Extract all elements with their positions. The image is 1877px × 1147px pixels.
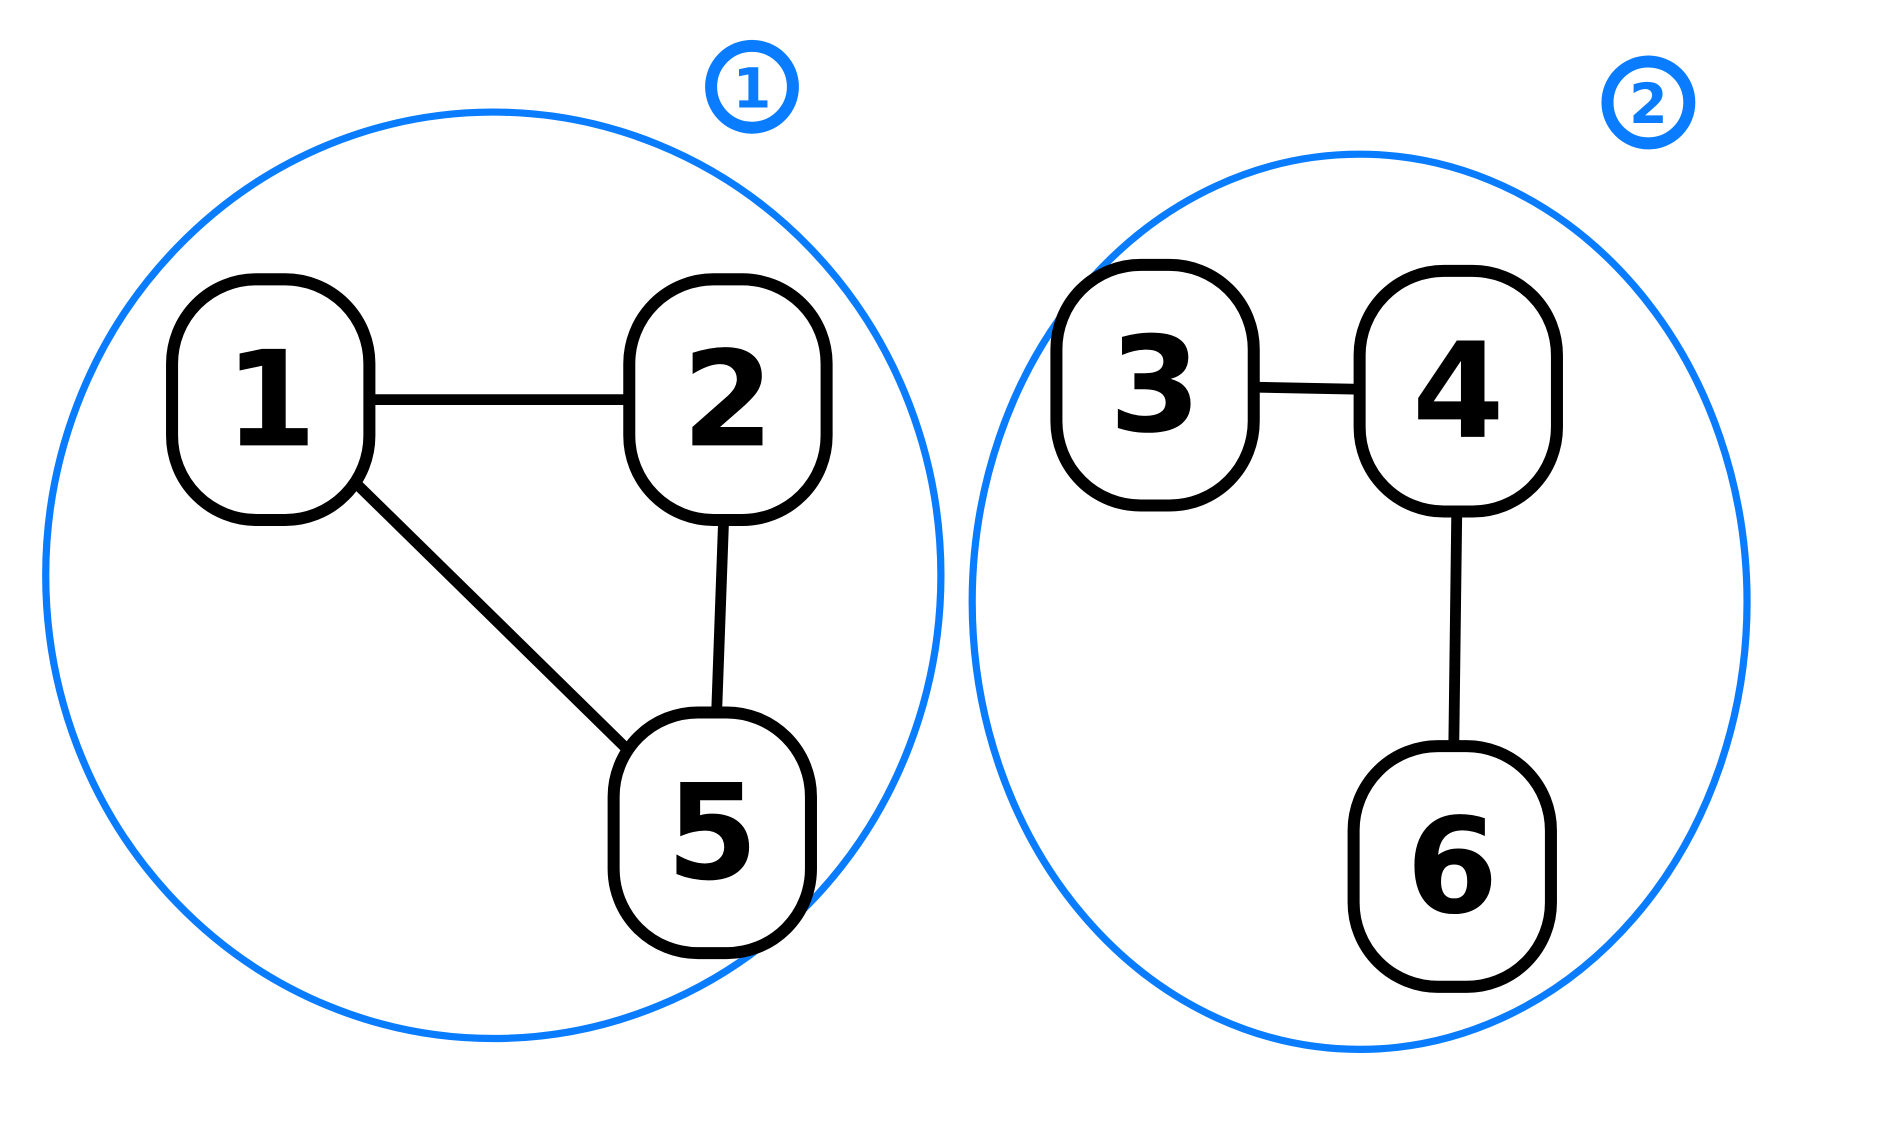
node-circle bbox=[166, 273, 376, 526]
node-circle bbox=[1353, 264, 1563, 518]
node-label: 6 bbox=[1406, 790, 1498, 944]
node-circle bbox=[623, 273, 833, 526]
component-label: 2 bbox=[1629, 73, 1668, 137]
node-label: 2 bbox=[682, 323, 774, 477]
component-boundary bbox=[42, 108, 945, 1043]
node-label: 1 bbox=[225, 323, 317, 477]
component-2: 2 bbox=[968, 55, 1751, 1053]
component-badge bbox=[705, 39, 799, 134]
node-label: 4 bbox=[1412, 315, 1504, 469]
node-2: 2 bbox=[623, 273, 833, 526]
node-circle bbox=[607, 706, 817, 960]
node-circle bbox=[1347, 740, 1557, 993]
node-4: 4 bbox=[1353, 264, 1563, 518]
node-circle bbox=[1050, 258, 1260, 512]
node-1: 1 bbox=[166, 273, 376, 526]
component-boundary bbox=[968, 150, 1751, 1053]
component-1: 1 bbox=[42, 39, 945, 1043]
node-label: 3 bbox=[1109, 309, 1201, 463]
node-label: 5 bbox=[666, 757, 758, 911]
component-label: 1 bbox=[733, 57, 772, 121]
node-3: 3 bbox=[1050, 258, 1260, 512]
component-badge bbox=[1601, 55, 1696, 150]
node-5: 5 bbox=[607, 706, 817, 960]
node-6: 6 bbox=[1347, 740, 1557, 993]
